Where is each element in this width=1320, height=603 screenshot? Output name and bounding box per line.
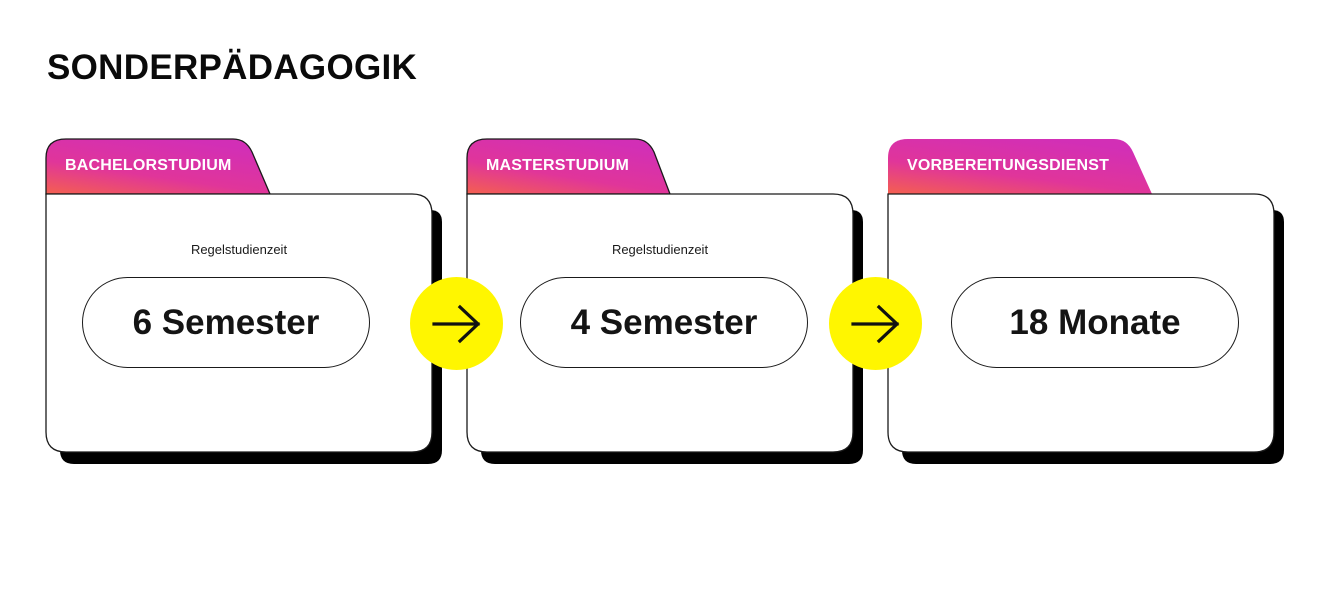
stage-card-master: MASTERSTUDIUM Regelstudienzeit 4 Semeste… — [466, 138, 863, 464]
duration-pill: 18 Monate — [951, 277, 1239, 368]
folder-tab — [45, 138, 271, 195]
stage-tab-label: VORBEREITUNGSDIENST — [907, 157, 1110, 174]
arrow-right-icon — [431, 304, 480, 343]
stage-card-bachelor: BACHELORSTUDIUM Regelstudienzeit 6 Semes… — [45, 138, 442, 464]
stage-card-vorbereitungsdienst: VORBEREITUNGSDIENST 18 Monate — [887, 138, 1284, 464]
folder-tab — [466, 138, 671, 195]
folder-tab — [888, 139, 1152, 194]
connector-arrow-1 — [410, 277, 503, 370]
stage-tab-label: BACHELORSTUDIUM — [65, 157, 232, 174]
stage-sub-label: Regelstudienzeit — [611, 242, 709, 257]
page-title: SONDERPÄDAGOGIK — [47, 48, 418, 87]
connector-arrow-2 — [829, 277, 922, 370]
stage-sub-label: Regelstudienzeit — [190, 242, 288, 257]
stage-tab-label: MASTERSTUDIUM — [486, 157, 630, 174]
arrow-right-icon — [850, 304, 899, 343]
duration-pill: 6 Semester — [82, 277, 370, 368]
duration-pill: 4 Semester — [520, 277, 808, 368]
